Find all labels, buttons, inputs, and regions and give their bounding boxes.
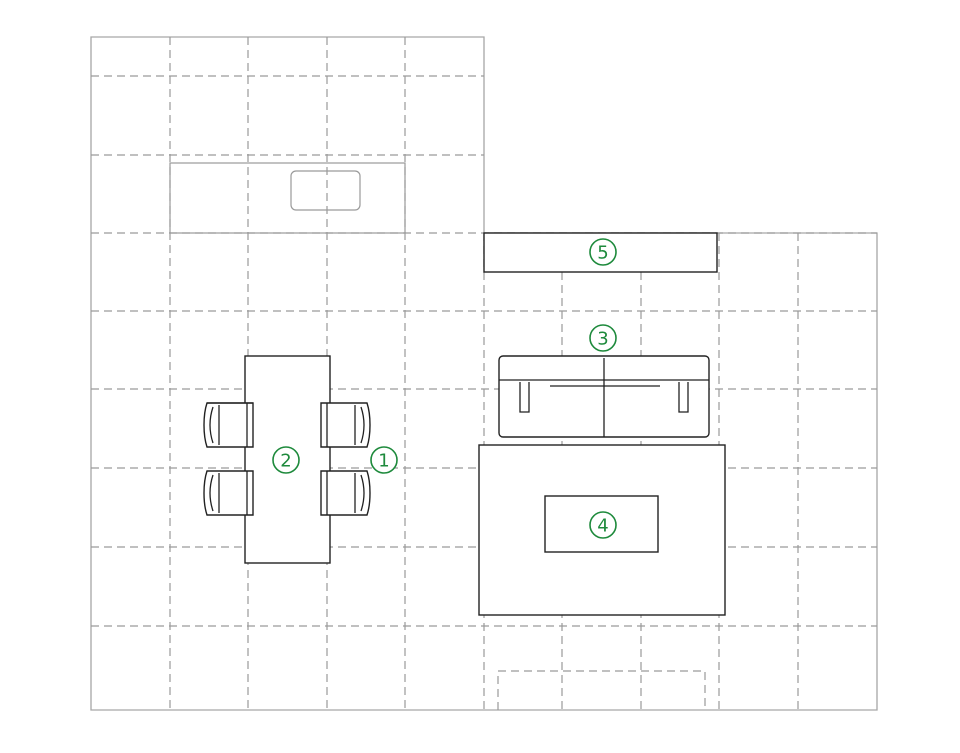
marker-2: 2 — [272, 446, 300, 474]
marker-5: 5 — [589, 238, 617, 266]
marker-3: 3 — [589, 324, 617, 352]
dining-chair — [320, 470, 371, 516]
dining-chair — [320, 402, 371, 448]
marker-4: 4 — [589, 511, 617, 539]
svg-text:2: 2 — [280, 451, 291, 472]
marker-1: 1 — [370, 446, 398, 474]
svg-text:4: 4 — [597, 516, 608, 537]
dining-chair — [203, 402, 254, 448]
sink — [290, 170, 361, 211]
svg-text:3: 3 — [597, 329, 608, 350]
sofa — [498, 355, 710, 438]
kitchen-counter — [169, 162, 406, 234]
svg-text:5: 5 — [597, 243, 608, 264]
dining-chair — [203, 470, 254, 516]
svg-text:1: 1 — [378, 451, 389, 472]
doorway-fixture — [497, 670, 706, 710]
